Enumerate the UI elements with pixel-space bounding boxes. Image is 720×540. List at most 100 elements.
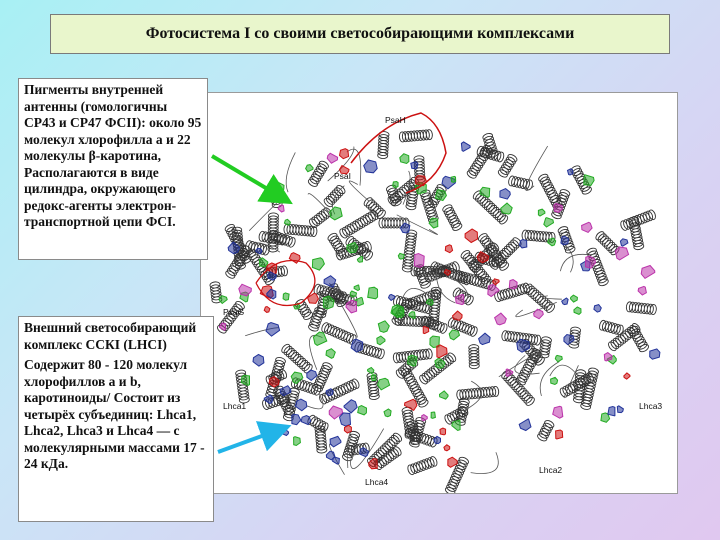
helix-mark <box>628 325 650 353</box>
protein-structure-illustration: PsaH PsaI PsaG Lhca1 Lhca3 Lhca4 Lhca2 <box>201 93 678 494</box>
pigment-mark <box>556 430 563 439</box>
pigment-mark <box>264 307 270 313</box>
pigment-mark <box>358 406 367 415</box>
pigment-mark <box>568 169 574 175</box>
helix-mark <box>308 206 333 229</box>
pigment-mark <box>495 313 507 325</box>
helix-mark <box>536 419 555 442</box>
label-lhca1: Lhca1 <box>223 401 246 411</box>
helix-mark <box>280 343 313 374</box>
label-psag: PsaG <box>223 307 244 317</box>
pigment-mark <box>544 218 554 227</box>
pigment-mark <box>378 378 390 390</box>
pigment-mark <box>411 162 418 169</box>
helix-mark <box>442 203 463 232</box>
pigment-mark <box>259 258 268 267</box>
helix-mark <box>598 320 624 336</box>
pigment-mark <box>517 339 530 352</box>
label-lhca4: Lhca4 <box>365 477 388 487</box>
helix-mark <box>407 456 439 476</box>
pigment-mark <box>493 279 499 285</box>
pigment-mark <box>641 266 655 279</box>
pigment-mark <box>393 182 399 188</box>
pigment-mark <box>384 409 391 417</box>
pigment-mark <box>650 349 660 359</box>
pigment-mark <box>344 425 351 433</box>
helix-mark <box>469 345 480 369</box>
pigment-mark <box>241 375 249 385</box>
pigment-mark <box>571 295 578 302</box>
pigment-mark <box>294 437 301 446</box>
pigment-mark <box>307 370 317 380</box>
pigment-mark <box>357 256 362 262</box>
pigment-mark <box>461 142 470 151</box>
pigment-mark <box>423 326 429 333</box>
pigment-mark <box>330 436 341 447</box>
pigment-mark <box>453 311 463 320</box>
pigment-mark <box>617 406 623 413</box>
pigment-mark <box>429 218 438 228</box>
pigment-mark <box>608 407 615 416</box>
pigment-mark <box>283 430 289 436</box>
pigment-mark <box>405 399 417 410</box>
pigment-mark <box>431 412 435 418</box>
label-lhca3: Lhca3 <box>639 401 662 411</box>
pigment-mark <box>312 258 324 270</box>
pigment-mark <box>455 294 463 304</box>
pigment-mark <box>283 293 289 300</box>
pigment-mark <box>465 229 477 243</box>
pigment-mark <box>408 355 417 366</box>
pigment-mark <box>326 389 333 396</box>
pigment-mark <box>582 222 593 232</box>
pigment-mark <box>330 207 343 220</box>
photosystem-structure-figure: PsaH PsaI PsaG Lhca1 Lhca3 Lhca4 Lhca2 <box>200 92 678 494</box>
pigment-mark <box>354 285 359 291</box>
pigment-mark <box>220 323 226 330</box>
pigment-mark <box>500 189 510 200</box>
helix-mark <box>284 224 318 237</box>
label-lhca2: Lhca2 <box>539 465 562 475</box>
inner-antenna-textbox: Пигменты внутренней антенны (гомологичны… <box>18 78 208 260</box>
pigment-mark <box>615 247 628 260</box>
pigment-mark <box>360 448 369 457</box>
pigment-mark <box>449 330 459 340</box>
pigment-mark <box>351 339 363 352</box>
helix-mark <box>399 129 433 142</box>
label-psah: PsaH <box>385 115 406 125</box>
pigment-mark <box>436 190 447 201</box>
psah-loop <box>351 113 446 193</box>
pigment-mark <box>326 349 335 359</box>
helix-mark <box>235 369 249 403</box>
pigment-mark <box>253 355 264 367</box>
loop-mark <box>286 152 295 192</box>
pigment-mark <box>301 416 311 425</box>
pigment-mark <box>292 414 301 424</box>
pigment-mark <box>313 332 326 345</box>
pigment-mark <box>538 209 545 216</box>
pigment-mark <box>284 219 290 225</box>
pigment-mark <box>278 205 284 212</box>
pigment-mark <box>350 291 356 297</box>
pigment-mark <box>414 254 424 268</box>
pigment-mark <box>594 305 601 313</box>
outer-complex-body: Содержит 80 - 120 молекул хлорофиллов a … <box>24 357 208 473</box>
slide-title: Фотосистема I со своими светособирающими… <box>50 14 670 54</box>
pigment-mark <box>295 399 306 411</box>
pigment-mark <box>564 335 574 345</box>
loop-mark <box>471 452 499 473</box>
pigment-mark <box>624 373 630 379</box>
pigment-mark <box>638 286 646 295</box>
pigment-mark <box>479 333 491 344</box>
pigment-mark <box>440 391 449 399</box>
pigment-mark <box>445 245 452 253</box>
pigment-mark <box>509 280 517 289</box>
pigment-mark <box>551 377 558 384</box>
pigment-mark <box>377 336 385 345</box>
pigment-mark <box>553 406 563 418</box>
pigment-mark <box>548 238 556 246</box>
pigment-mark <box>574 307 581 314</box>
pigment-mark <box>604 353 612 361</box>
label-psai: PsaI <box>334 171 351 181</box>
pigment-mark <box>324 276 336 288</box>
pigment-mark <box>444 445 450 451</box>
